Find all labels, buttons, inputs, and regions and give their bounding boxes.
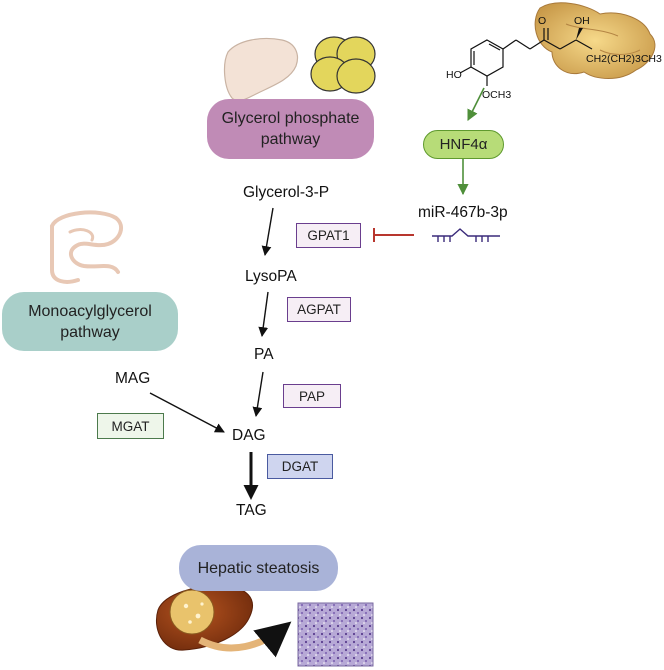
compound-structure — [459, 28, 593, 86]
chem-o-label: O — [538, 15, 546, 27]
mag-label: MAG — [115, 370, 151, 387]
mgat-enzyme: MGAT — [97, 413, 164, 439]
compound-to-hnf4a-arrow — [467, 87, 485, 122]
dag-label: DAG — [232, 427, 266, 444]
chem-chain-label: CH2(CH2)3CH3 — [586, 53, 662, 65]
liver-outline-icon — [223, 37, 299, 102]
chem-och3-label: OCH3 — [482, 89, 511, 101]
liver-histology-image — [297, 602, 374, 667]
glycerol-phosphate-pathway-label: Glycerol phosphate pathway — [207, 99, 374, 159]
mirna-inhibits-gpat1 — [373, 228, 414, 242]
mag-to-dag-arrow — [149, 392, 225, 433]
tag-label: TAG — [236, 502, 267, 519]
ginger-root-icon — [534, 2, 656, 79]
agpat-enzyme: AGPAT — [287, 297, 351, 322]
fatty-liver-icon — [156, 585, 253, 651]
lysopa-to-pa-arrow — [258, 291, 269, 337]
pa-to-dag-arrow — [252, 371, 264, 417]
pap-enzyme: PAP — [283, 384, 341, 408]
chem-oh-label: OH — [574, 15, 590, 27]
g3p-to-lysopa-arrow — [261, 207, 274, 256]
gpat1-enzyme: GPAT1 — [296, 223, 361, 248]
glycerol-3-p-label: Glycerol-3-P — [243, 184, 330, 201]
liver-to-histology-arrow — [198, 621, 292, 658]
mirna-duplex-icon — [432, 228, 500, 242]
hepatic-steatosis-label: Hepatic steatosis — [179, 545, 338, 591]
pa-label: PA — [254, 346, 274, 363]
chem-ho-label: HO — [446, 69, 462, 81]
adipocytes-icon — [310, 36, 376, 94]
monoacylglycerol-pathway-label: Monoacylglycerol pathway — [2, 292, 178, 351]
hnf4a-label: HNF4α — [423, 130, 504, 159]
intestine-icon — [50, 210, 124, 284]
dgat-enzyme: DGAT — [267, 454, 333, 479]
mirna-label: miR-467b-3p — [418, 204, 508, 221]
lysopa-label: LysoPA — [245, 268, 297, 285]
